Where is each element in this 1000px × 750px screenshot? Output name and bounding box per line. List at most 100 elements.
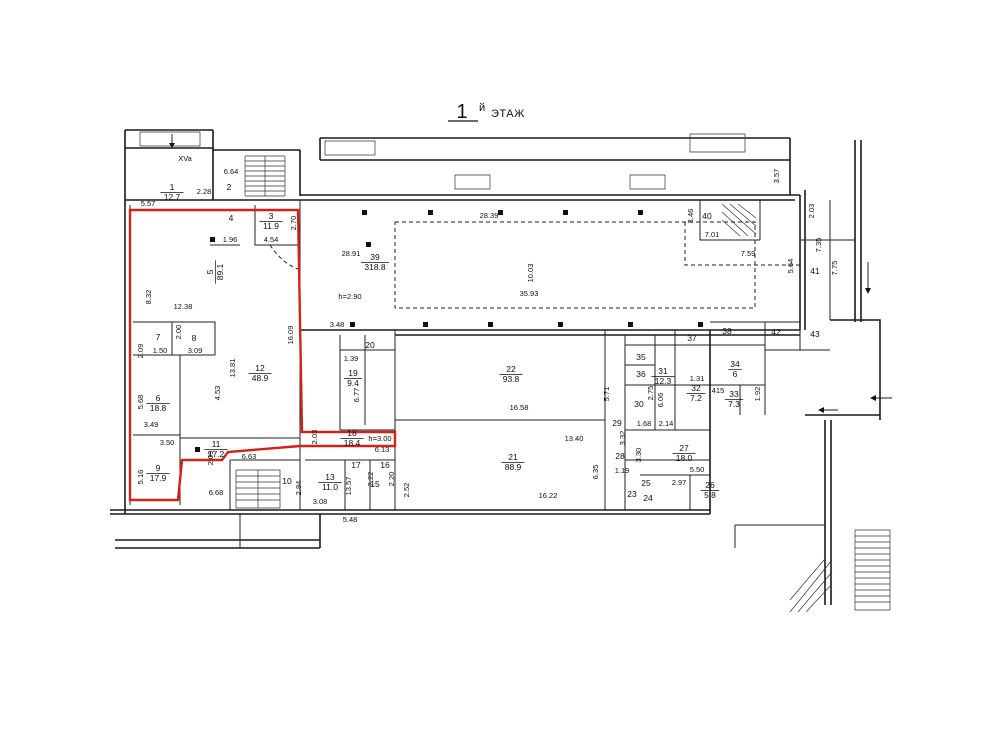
room-number: 34 [730,359,740,369]
dimension-label: 3.50 [160,438,175,447]
dimension-label: 6.63 [242,452,257,461]
room-area: 17.2 [208,449,225,459]
room-label: 40 [702,211,712,221]
room-number: 37 [687,333,697,343]
room-area: 11.0 [322,482,338,492]
corridor-label: XVa [178,154,192,163]
room-number: 21 [508,452,518,462]
room-label: 265.8 [700,480,720,500]
room-label: 38 [722,326,732,336]
room-label: 2 [227,182,232,192]
room-number: 43 [810,329,820,339]
room-label: 43 [810,329,820,339]
room-label: 4 [229,213,234,223]
room-label: 17 [351,460,361,470]
room-number: 17 [351,460,361,470]
room-area: 93.8 [503,374,520,384]
dimension-label: 2.00 [174,325,183,340]
dimension-label: 415 [712,386,725,395]
room-area: 18.0 [676,453,693,463]
dimension-label: 5.50 [690,465,705,474]
dimension-label: 2.20 [387,472,396,487]
dimension-label: 28.39 [480,211,499,220]
room-number: 24 [643,493,653,503]
room-area: 318.8 [364,262,386,272]
dimension-label: 16.22 [539,491,558,500]
dimension-label: 2.09 [206,451,215,466]
room-number: 8 [192,333,197,343]
room-number: 12 [255,363,265,373]
dimension-label: 6.64 [224,167,239,176]
room-number: 42 [771,327,781,337]
room-number: 11 [212,439,221,449]
floor-number-suffix: й [479,102,485,114]
room-number: 28 [615,451,625,461]
dimension-label: 1.96 [223,235,238,244]
dimension-label: 12.38 [174,302,193,311]
dimension-label: 6.13 [375,445,390,454]
dimension-label: 2.70 [289,216,298,231]
room-number: 36 [636,369,646,379]
dimension-label: 5.16 [136,470,145,485]
dimension-label: 5.71 [602,387,611,402]
room-number: 19 [348,368,358,378]
room-number: 25 [641,478,651,488]
room-label: 24 [643,493,653,503]
room-number: 6 [156,393,161,403]
dimension-label: 35.93 [520,289,539,298]
dimension-label: 2.75 [646,386,655,401]
room-area: 89.1 [215,263,225,280]
room-label: 311.9 [259,211,283,231]
dimension-label: 2.03 [807,204,816,219]
room-number: 10 [282,476,292,486]
dimension-label: 1.68 [637,419,652,428]
room-label: 36 [636,369,646,379]
ceiling-height-hall: h=2.90 [338,292,361,301]
room-label: 42 [771,327,781,337]
room-label: 30 [634,399,644,409]
room-label: 16 [380,460,390,470]
dimension-label: 16.09 [286,326,295,345]
room-number: 2 [227,182,232,192]
room-label: 327.2 [686,383,706,403]
room-number: 26 [705,480,715,490]
ceiling-height-lobby: h=3.00 [368,434,391,443]
dimension-label: 7.35 [814,238,823,253]
dimension-label: 28.91 [342,249,361,258]
dimension-label: 4.54 [264,235,279,244]
room-label: 37 [687,333,697,343]
room-label: 199.4 [343,368,363,388]
room-label: 337.3 [724,389,744,409]
dimension-label: 2.52 [402,483,411,498]
room-number: 33 [729,389,739,399]
room-number: 5 [205,269,215,274]
dimension-label: 7.01 [705,230,720,239]
room-number: 32 [691,383,701,393]
dimension-label: 3.08 [313,497,328,506]
room-number: 18 [347,428,357,438]
room-area: 48.9 [252,373,269,383]
dimension-label: 1.19 [615,466,630,475]
room-label: 7 [156,332,161,342]
dimension-label: 1.39 [344,354,359,363]
dimension-label: 13.40 [565,434,584,443]
dimension-label: 1.92 [753,387,762,402]
room-number: 3 [269,211,274,221]
room-label: 10 [282,476,292,486]
room-number: 7 [156,332,161,342]
dimension-label: 7.75 [830,261,839,276]
room-number: 15 [370,479,380,489]
room-area: 11.9 [263,221,279,231]
